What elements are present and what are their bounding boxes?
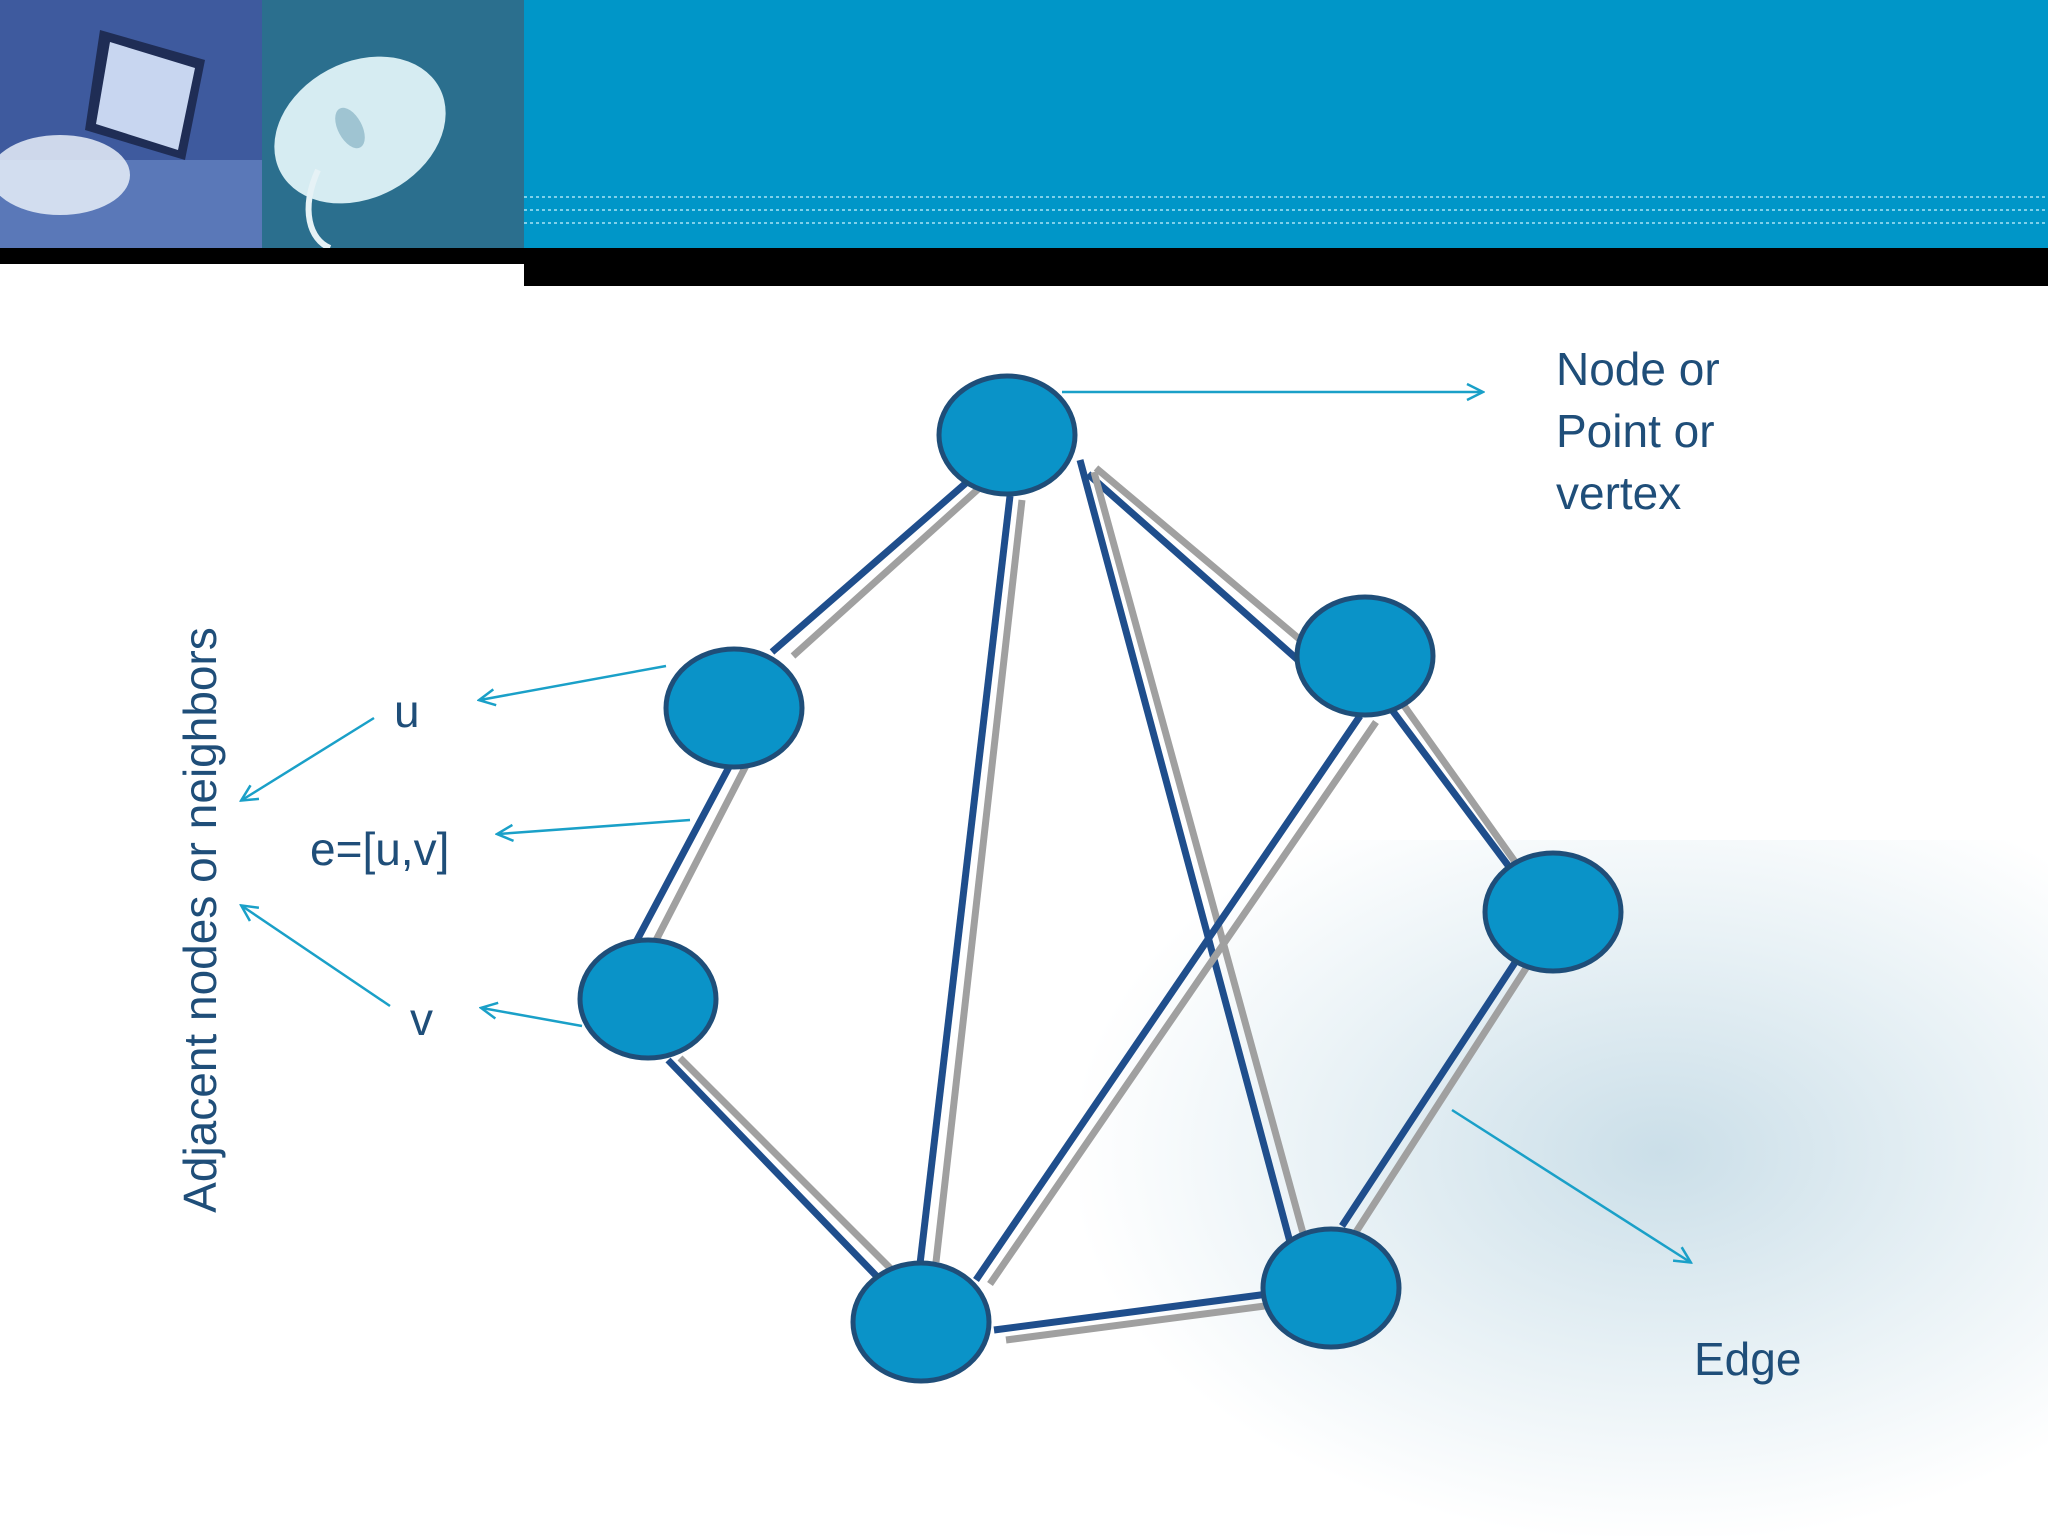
header-banner [0, 0, 2048, 286]
u-pointer-arrow [480, 664, 667, 700]
node-top [936, 373, 1078, 497]
laptop-screen [96, 42, 195, 150]
laptop-hands [0, 135, 130, 215]
black-bar-left [0, 248, 524, 264]
edge-top-right-upper [1085, 465, 1313, 663]
edge-top-u [769, 473, 989, 659]
v-label: v [410, 993, 433, 1045]
edge-top-bottom-left [916, 495, 1026, 1265]
nodes [577, 373, 1624, 1384]
u-to-adjacent-arrow [242, 716, 375, 800]
node-label-line: Point or [1556, 405, 1715, 457]
v-pointer-arrow [482, 1008, 583, 1028]
edge [785, 488, 1000, 492]
black-bar-right [524, 248, 2048, 286]
edges [632, 459, 1533, 1344]
node-label: Node or Point or vertex [1556, 338, 1720, 524]
edge-label: Edge [1694, 1333, 1802, 1385]
node-u [663, 646, 805, 770]
u-label: u [394, 685, 420, 737]
mouse-cable [305, 168, 332, 251]
node-bottom-right [1260, 1226, 1402, 1350]
v-to-adjacent-arrow [242, 906, 391, 1008]
edge-notation-pointer-arrow [498, 818, 691, 834]
edge-notation-label: e=[u,v] [310, 823, 450, 875]
edge-u-v [632, 750, 755, 950]
edge-v-bottom-left [665, 1055, 903, 1291]
node-right-upper [1294, 594, 1436, 718]
node-bottom-left [850, 1260, 992, 1384]
banner-blue [524, 0, 2048, 248]
edge-pointer-arrow [1451, 1108, 1690, 1262]
node-v [577, 937, 719, 1061]
node-label-line: vertex [1556, 467, 1682, 519]
edge-top-bottom-right [1076, 459, 1310, 1245]
node-right-lower [1482, 850, 1624, 974]
edge-right-upper-right-lower [1383, 697, 1531, 883]
edge-right-upper-bottom-left [973, 714, 1379, 1286]
node-label-line: Node or [1556, 343, 1720, 395]
adjacent-nodes-label: Adjacent nodes or neighbors [174, 627, 226, 1213]
mouse-wheel [335, 107, 365, 149]
pointer-arrows [242, 392, 1690, 1262]
edge-bottom-left-bottom-right [993, 1290, 1281, 1344]
edge-right-lower-bottom-right [1339, 956, 1533, 1234]
